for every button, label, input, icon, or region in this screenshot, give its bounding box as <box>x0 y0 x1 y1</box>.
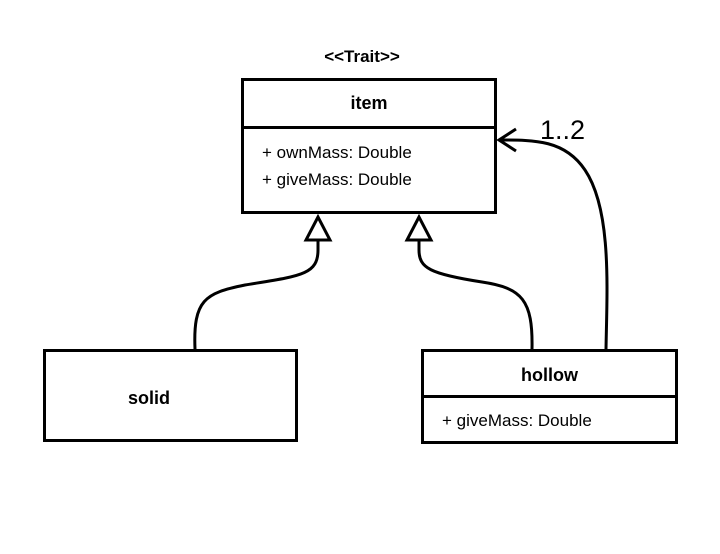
hollow-generalization-arrowhead <box>404 213 434 242</box>
solid-generalization-arrowhead <box>303 213 333 242</box>
class-item-name: item <box>350 93 388 113</box>
item-stereotype: <<Trait>> <box>324 47 400 66</box>
attribute-own-mass: + ownMass: Double <box>262 143 412 162</box>
association-line <box>499 138 609 350</box>
attribute-give-mass: + giveMass: Double <box>442 411 592 430</box>
class-hollow-attributes: + giveMass: Double <box>424 395 675 434</box>
solid-generalization-line <box>193 240 320 350</box>
class-hollow: hollow + giveMass: Double <box>421 349 678 444</box>
class-hollow-name: hollow <box>521 365 578 385</box>
association-arrowhead <box>496 127 517 153</box>
association-multiplicity: 1..2 <box>540 115 586 145</box>
attribute-give-mass: + giveMass: Double <box>262 170 412 189</box>
class-item-attributes: + ownMass: Double + giveMass: Double <box>244 126 494 193</box>
class-solid-name: solid <box>128 388 171 408</box>
class-item: item + ownMass: Double + giveMass: Doubl… <box>241 78 497 214</box>
hollow-generalization-line <box>417 240 534 350</box>
class-solid: solid <box>43 349 298 442</box>
